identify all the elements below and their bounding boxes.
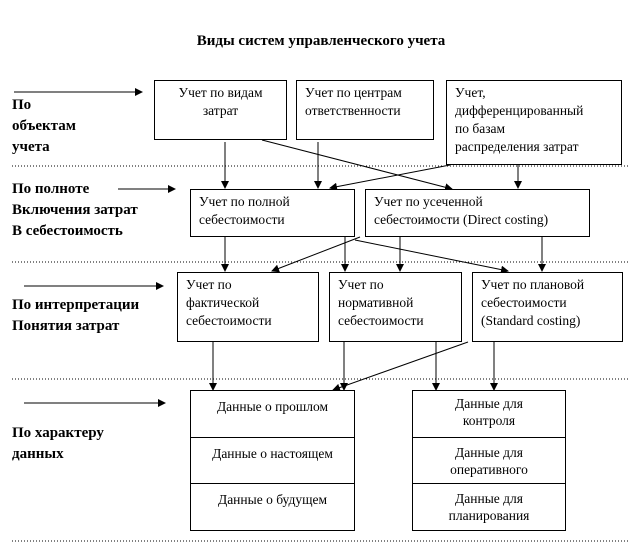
box-line: себестоимости (186, 313, 272, 328)
diagram-title: Виды систем управленческого учета (196, 33, 446, 49)
box-line: фактической (186, 295, 260, 310)
box-standard-costing: Учет по плановой себестоимости (Standard… (472, 272, 623, 342)
data-cell-control: Данные для контроля (412, 390, 566, 438)
box-line: Учет по (338, 277, 384, 292)
box-line: Учет, (455, 85, 486, 100)
arrows-level-3 (209, 341, 498, 392)
box-by-responsibility-centers: Учет по центрам ответственности (296, 80, 434, 140)
data-cell-label: Данные о будущем (217, 492, 327, 507)
box-line: себестоимости (338, 313, 424, 328)
arrow (329, 164, 451, 191)
side-label-objects: По объектам учета (12, 95, 76, 158)
data-cell-label: Данные о настоящем (212, 446, 333, 461)
side-label-line: По характеру (12, 425, 104, 441)
box-line: дифференцированный (455, 103, 584, 118)
side-label-line: По полноте (12, 181, 90, 197)
side-label-completeness: По полноте Включения затрат В себестоимо… (12, 179, 138, 242)
box-line: Учет по центрам (305, 85, 402, 100)
data-cell-line: планирования (448, 508, 530, 523)
box-line: себестоимости (Direct costing) (374, 212, 549, 227)
box-line: ответственности (305, 103, 401, 118)
data-cell-line: контроля (462, 413, 516, 428)
box-line: Учет по усеченной (374, 194, 483, 209)
data-cell-line: Данные для (455, 396, 523, 411)
box-line: себестоимости (199, 212, 285, 227)
data-cell-operational: Данные для оперативного (412, 437, 566, 484)
data-cell-line: Данные для (455, 491, 523, 506)
box-line: (Standard costing) (481, 313, 581, 328)
box-line: Учет по (186, 277, 232, 292)
box-by-cost-types: Учет по видам затрат (154, 80, 287, 140)
box-full-cost: Учет по полной себестоимости (190, 189, 355, 237)
arrow (332, 341, 469, 392)
box-line: затрат (202, 103, 239, 118)
side-label-line: Понятия затрат (12, 318, 120, 334)
arrow (271, 236, 361, 273)
side-label-data-nature: По характеру данных (12, 423, 104, 465)
data-cell-future: Данные о будущем (190, 483, 355, 531)
box-line: по базам (455, 121, 506, 136)
data-cell-present: Данные о настоящем (190, 437, 355, 484)
box-differentiated: Учет, дифференцированный по базам распре… (446, 80, 622, 165)
level-separators (12, 165, 630, 542)
data-cell-label: Данные о прошлом (216, 399, 329, 414)
arrows-level-2 (221, 220, 546, 274)
side-label-line: данных (12, 446, 64, 462)
data-cell-line: оперативного (450, 462, 528, 477)
side-label-line: По интерпретации (12, 297, 140, 313)
side-label-line: объектам (12, 118, 76, 134)
side-label-line: По (12, 97, 32, 113)
side-label-line: учета (12, 139, 50, 155)
data-cell-planning: Данные для планирования (412, 483, 566, 531)
box-line: себестоимости (481, 295, 567, 310)
side-arrows (14, 88, 176, 407)
side-label-line: Включения затрат (12, 202, 138, 218)
arrows-level-1 (221, 139, 522, 192)
box-normative-cost: Учет по нормативной себестоимости (329, 272, 462, 342)
box-line: распределения затрат (455, 139, 579, 154)
box-line: Учет по видам (178, 85, 263, 100)
box-direct-costing: Учет по усеченной себестоимости (Direct … (365, 189, 590, 237)
arrow (354, 239, 509, 274)
arrow (261, 139, 453, 192)
box-actual-cost: Учет по фактической себестоимости (177, 272, 319, 342)
data-cell-line: Данные для (455, 445, 523, 460)
side-label-interpretation: По интерпретации Понятия затрат (12, 295, 139, 337)
box-line: Учет по полной (199, 194, 290, 209)
box-line: нормативной (338, 295, 414, 310)
box-line: Учет по плановой (481, 277, 585, 292)
side-label-line: В себестоимость (12, 223, 123, 239)
data-cell-past: Данные о прошлом (190, 390, 355, 438)
